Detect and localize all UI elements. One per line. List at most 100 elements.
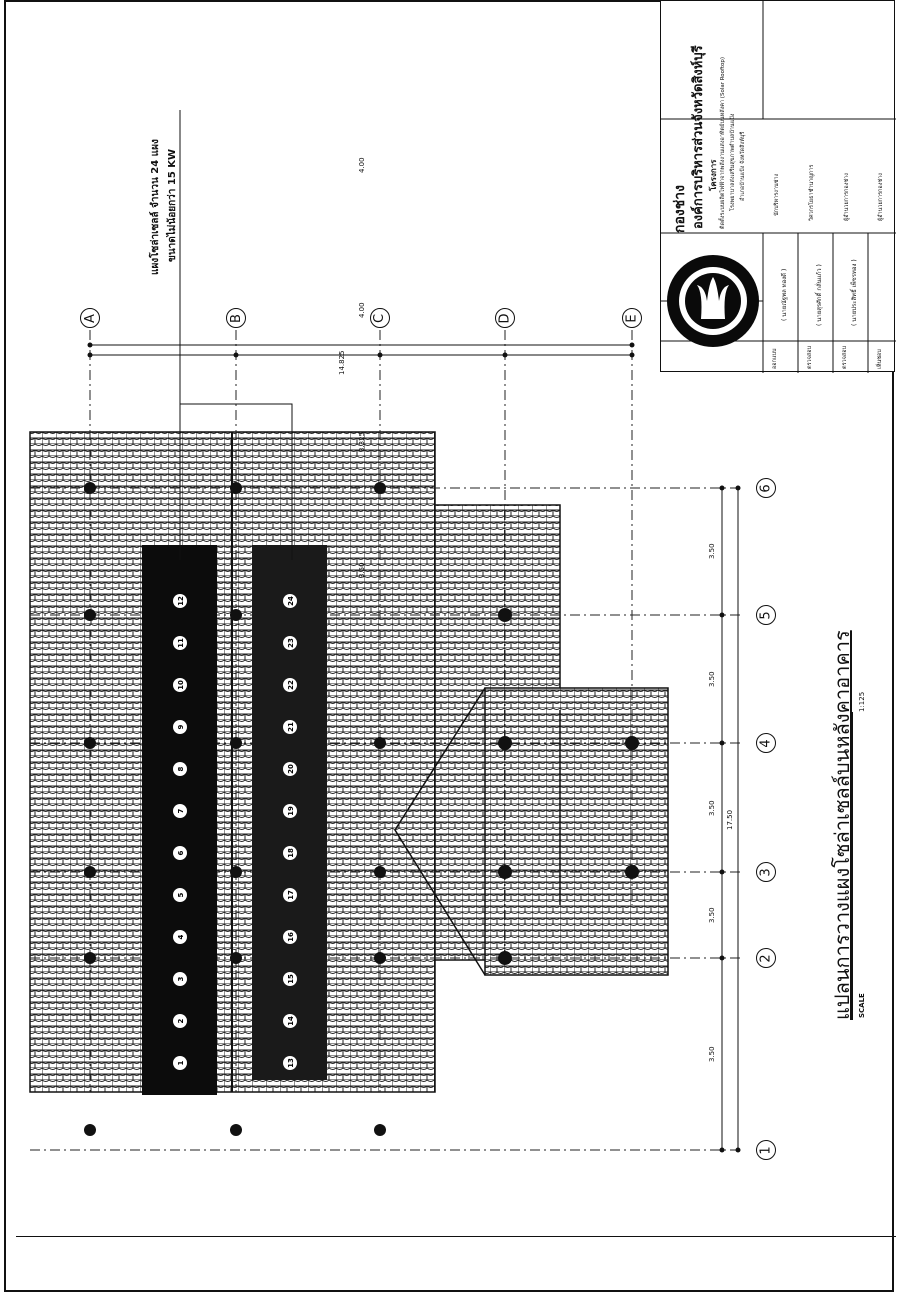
column-dimension: 3.50 — [708, 671, 716, 687]
solar-panel-marker — [283, 1014, 297, 1028]
position-approver: ผู้อำนวยการกองช่าง — [878, 173, 884, 221]
org-name: องค์การบริหารส่วนจังหวัดสิงห์บุรี — [691, 45, 706, 229]
row-dimension: 3.325 — [358, 431, 366, 452]
solar-panel-marker-number: 6 — [177, 850, 185, 855]
position-designer: นักบริหารงานช่าง — [774, 173, 780, 216]
role-designer: ออกแบบ — [772, 348, 778, 369]
solar-panel-marker-number: 11 — [177, 638, 185, 648]
solar-panel-marker — [283, 930, 297, 944]
solar-panel-marker — [173, 804, 187, 818]
column-dimension: 3.50 — [708, 543, 716, 559]
solar-panel-marker — [283, 846, 297, 860]
solar-panel-marker-number: 8 — [177, 766, 185, 771]
grid-row-c: C — [370, 308, 390, 328]
row-dimension: 3.50 — [358, 562, 366, 578]
solar-panel-marker — [283, 804, 297, 818]
solar-panel-marker-number: 22 — [287, 680, 295, 690]
scale-label: SCALE — [858, 993, 866, 1018]
solar-panel-marker-number: 21 — [287, 722, 295, 732]
solar-panel-marker-number: 14 — [287, 1016, 295, 1026]
solar-panel-marker — [173, 636, 187, 650]
solar-panel-marker-number: 23 — [287, 638, 295, 648]
drawing-area — [16, 2, 896, 1237]
position-checker-2: ผู้อำนวยการกองช่าง — [844, 173, 850, 221]
project-line-3: อำเภอบ้านแป้ง จังหวัดสิงห์บุรี — [740, 131, 746, 201]
roof-outline — [29, 431, 669, 1093]
dimension-dots — [87, 342, 741, 1153]
name-checker-1: ( นายสุรศักดิ์ กลั่นแก้ว ) — [816, 264, 823, 326]
solar-panel-marker-number: 7 — [177, 808, 185, 813]
solar-panel-marker — [173, 762, 187, 776]
solar-panel-marker — [283, 720, 297, 734]
solar-panel-marker — [283, 678, 297, 692]
project-line-1: ติดตั้งระบบผลิตไฟฟ้าจากพลังงานแสงอาทิตย์… — [720, 56, 726, 229]
grid-row-a: A — [80, 308, 100, 328]
solar-panel-marker-number: 5 — [177, 892, 185, 897]
title-block: กองช่าง องค์การบริหารส่วนจังหวัดสิงห์บุร… — [660, 0, 896, 373]
solar-panel-marker — [283, 972, 297, 986]
solar-panel-marker — [283, 762, 297, 776]
row-total-dimension: 14.825 — [338, 350, 346, 376]
grid-row-d: D — [495, 308, 515, 328]
solar-panel-marker-number: 9 — [177, 724, 185, 729]
column-dimension: 3.50 — [708, 1046, 716, 1062]
row-dimension: 4.00 — [358, 157, 366, 173]
solar-panel-marker-number: 16 — [287, 932, 295, 942]
grid-column-2: 2 — [756, 948, 776, 968]
solar-panel-marker-number: 13 — [287, 1058, 295, 1068]
solar-panel-marker — [173, 972, 187, 986]
solar-panel-marker-number: 19 — [287, 806, 295, 816]
solar-panel-marker — [283, 888, 297, 902]
solar-array-1 — [142, 545, 217, 1095]
solar-panel-marker — [173, 1014, 187, 1028]
column-total-dimension: 17.50 — [726, 809, 734, 830]
solar-panel-marker-number: 18 — [287, 848, 295, 858]
solar-panel-marker-number: 12 — [177, 596, 185, 606]
scale-value: 1:125 — [858, 691, 866, 712]
solar-panel-marker — [173, 930, 187, 944]
solar-panel-marker-number: 15 — [287, 974, 295, 984]
solar-panel-marker-number: 1 — [177, 1060, 185, 1065]
column-dimension: 3.50 — [708, 907, 716, 923]
name-designer: ( นายณัฐพล ทองดี ) — [781, 268, 788, 321]
solar-panel-marker-number: 3 — [177, 976, 185, 981]
grid-column-1: 1 — [756, 1140, 776, 1160]
grid-row-b: B — [226, 308, 246, 328]
position-checker-1: วิศวกรโยธาชำนาญการ — [809, 164, 815, 221]
solar-panel-marker — [283, 636, 297, 650]
solar-panel-marker-number: 24 — [287, 596, 295, 606]
solar-panel-marker — [173, 888, 187, 902]
title-block-grid — [661, 1, 896, 373]
solar-panel-marker — [173, 1056, 187, 1070]
solar-panel-marker — [173, 720, 187, 734]
grid-column-5: 5 — [756, 605, 776, 625]
grid-column-3: 3 — [756, 862, 776, 882]
solar-panel-marker — [173, 846, 187, 860]
role-checker-1: ตรวจสอบ — [807, 346, 813, 369]
grid-column-6: 6 — [756, 478, 776, 498]
solar-panel-marker — [283, 1056, 297, 1070]
name-checker-2: ( นายประสิทธิ์ เพ็ชรทอง ) — [851, 259, 858, 326]
solar-panel-marker-number: 20 — [287, 764, 295, 774]
solar-panel-marker-number: 2 — [177, 1018, 185, 1023]
annotation-panel-count: แผงโซล่าเซลล์ จำนวน 24 แผง — [150, 139, 161, 275]
annotation-capacity: ขนาดไม่น้อยกว่า 15 KW — [167, 148, 178, 262]
grid-column-4: 4 — [756, 733, 776, 753]
solar-panel-marker-number: 17 — [287, 890, 295, 900]
row-dimension: 4.00 — [358, 302, 366, 318]
drawing-title: แปลนการวางแผงโซล่าเซลล์บนหลังคาอาคาร — [830, 630, 854, 1020]
seal-emblem — [667, 255, 759, 347]
solar-panel-marker-number: 4 — [177, 934, 185, 939]
title-underline — [852, 712, 853, 1020]
grid-row-e: E — [622, 308, 642, 328]
drawing-sheet — [4, 0, 896, 1292]
column-dimension: 3.50 — [708, 800, 716, 816]
project-line-2: โรงพยาบาลส่งเสริมสุขภาพตำบลบ้านแป้ง — [730, 113, 736, 211]
role-checker-2: ตรวจสอบ — [842, 346, 848, 369]
solar-panel-marker — [173, 594, 187, 608]
role-approver: เห็นชอบ — [877, 349, 883, 369]
annotation-leader — [179, 110, 293, 560]
column-nodes — [84, 482, 639, 1136]
